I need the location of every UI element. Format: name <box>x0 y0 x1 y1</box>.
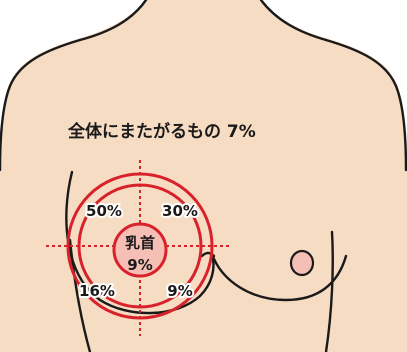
quadrant-upper-inner-label: 30% <box>162 202 198 220</box>
nipple-label: 乳首 <box>125 234 155 252</box>
right-nipple <box>291 251 313 275</box>
overall-label: 全体にまたがるもの 7% <box>67 121 256 142</box>
quadrant-lower-inner-label: 9% <box>167 282 192 300</box>
quadrant-lower-outer-label: 16% <box>79 282 115 300</box>
quadrant-upper-outer-label: 50% <box>86 202 122 220</box>
nipple-value: 9% <box>127 256 152 274</box>
